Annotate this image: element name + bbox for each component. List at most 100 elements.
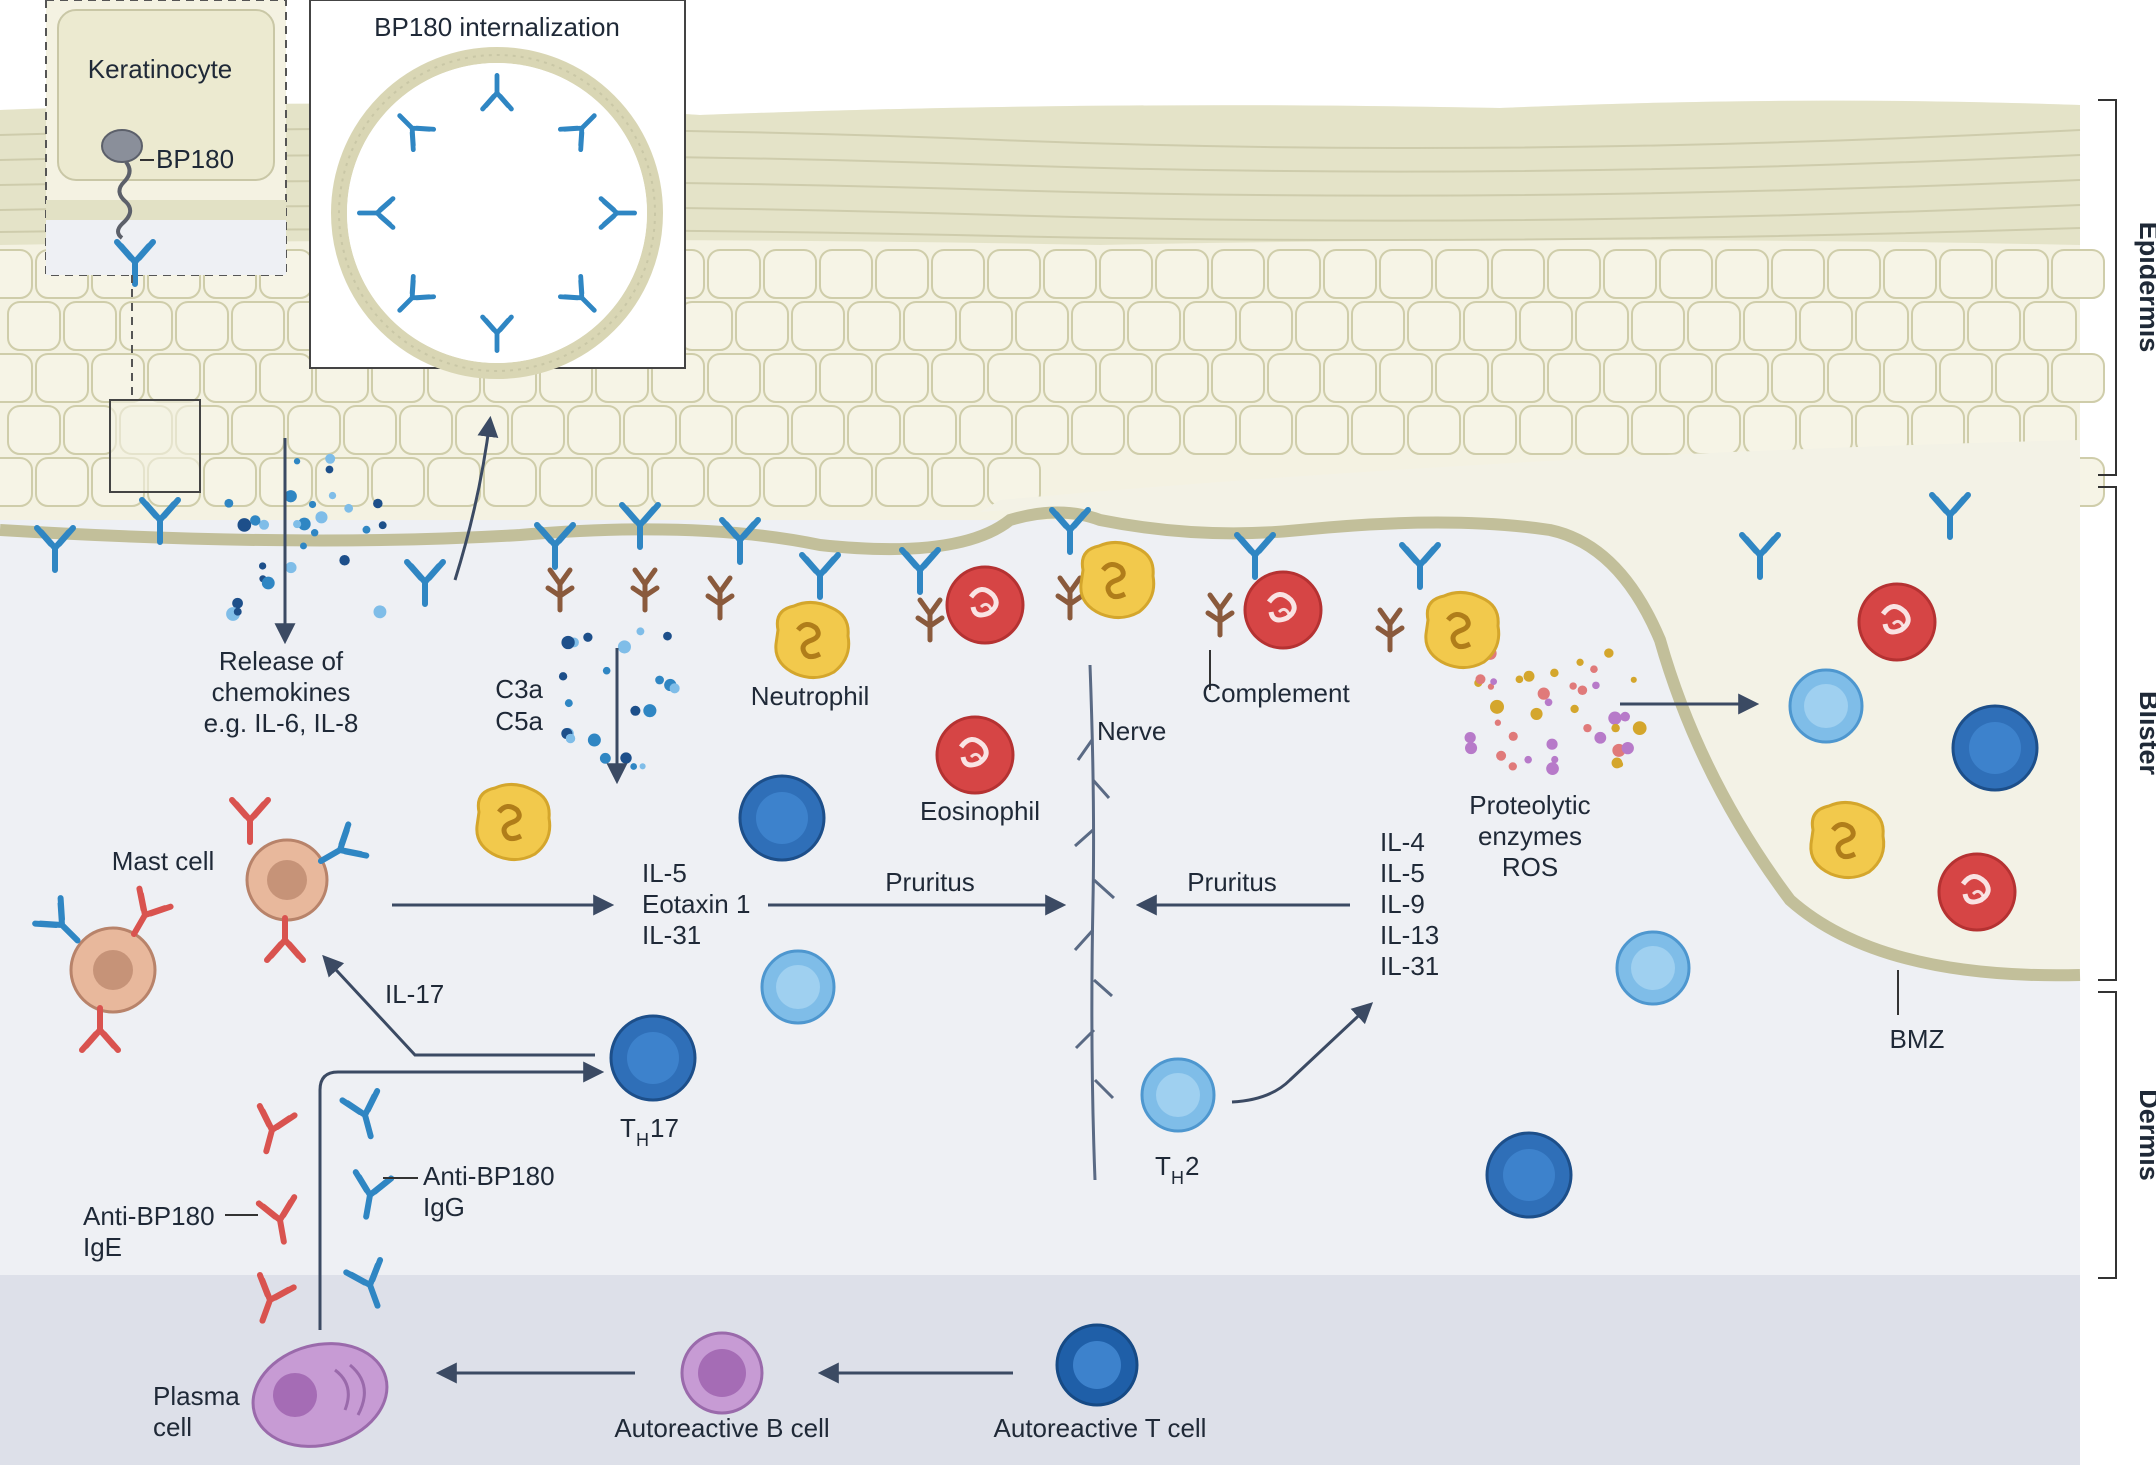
molecule-dot [1490,678,1498,685]
molecule-dot [232,597,243,609]
lymphocyte-light [760,949,836,1025]
keratinocyte-cell [175,301,229,351]
keratinocyte-cell [847,405,901,455]
b-cell-label: Autoreactive B cell [614,1413,829,1443]
keratinocyte-cell [1407,405,1461,455]
keratinocyte-layer [0,249,2105,507]
keratinocyte-cell [819,457,873,507]
molecule-dot [362,525,371,534]
keratinocyte-cell [707,249,761,299]
keratinocyte-cell [399,405,453,455]
th2-label-main: T [1155,1151,1171,1181]
keratinocyte-cell [875,457,929,507]
molecule-dot [561,635,575,650]
molecule-dot [1621,741,1634,755]
keratinocyte-cell [1295,405,1349,455]
keratinocyte-cell [7,301,61,351]
molecule-dot [297,517,311,531]
keratinocyte-cell [455,405,509,455]
arrows [274,438,1760,1384]
internalization-inset: BP180 internalization [309,0,686,581]
molecule-dot [1487,683,1495,690]
keratinocyte-cell [1015,301,1069,351]
anaphylatoxin-dots [558,627,680,770]
keratinocyte-cell [91,353,145,403]
keratinocyte-cell [1295,301,1349,351]
keratinocyte-cell [1827,249,1881,299]
keratinocyte-cell [791,405,845,455]
molecule-dot [1569,682,1577,690]
molecule-dot [344,503,354,513]
keratinocyte-cell [1519,405,1573,455]
keratinocyte-cell [1883,353,1937,403]
lymphocyte-dark-dermis [1485,1131,1573,1219]
keratinocyte-cell [763,249,817,299]
keratinocyte-cell [1435,353,1489,403]
keratinocyte-cell [1939,249,1993,299]
keratinocyte-cell [1687,301,1741,351]
molecule-dot [1523,670,1535,682]
molecule-dot [258,562,267,570]
neutrophil-cell-free [477,784,550,859]
keratinocyte-cell [231,301,285,351]
keratinocyte-cell [1267,249,1321,299]
keratinocyte-cell [1239,405,1293,455]
region-brackets [2098,99,2117,1279]
keratinocyte-cell [1099,249,1153,299]
keratinocyte-cell [707,457,761,507]
molecule-dot [1616,761,1624,768]
proteolytic-label-3: ROS [1502,852,1558,882]
keratinocyte-cell [147,353,201,403]
molecule-dot [285,561,297,574]
molecule-dot [250,515,261,526]
mast-cell-lower [35,889,170,1050]
th17-label-sub: H [636,1130,649,1150]
molecule-dot [1508,762,1517,771]
keratinocyte-cell [1323,353,1377,403]
molecule-dot [1494,719,1502,726]
molecule-dot [233,607,242,616]
molecule-dot [602,666,611,675]
keratinocyte-cell [63,405,117,455]
keratinocyte-cell [1211,353,1265,403]
keratinocyte-cell [875,249,929,299]
keratinocyte-cell [1743,405,1797,455]
molecule-dot [1632,721,1647,736]
keratinocyte-cell [1603,353,1657,403]
keratinocyte-cell [1603,249,1657,299]
keratinocyte-cell [1183,301,1237,351]
keratinocyte-cell [1351,405,1405,455]
c3a-label: C3a [495,674,543,704]
proteolytic-label-2: enzymes [1478,821,1582,851]
eosinophil-blister-top [1859,584,1935,660]
dermis-region-label: Dermis [2134,1089,2156,1181]
keratinocyte-cell [539,457,593,507]
keratinocyte-cell [875,353,929,403]
keratinocyte-cell [567,405,621,455]
molecule-dot [1594,731,1607,744]
molecule-dot [1577,685,1588,696]
keratinocyte-cell [959,405,1013,455]
plasma-cell [251,1342,389,1448]
keratinocyte-cell [595,457,649,507]
keratinocyte-cell [0,457,33,507]
bp180-label: BP180 [156,144,234,174]
th2-cytokine-2: IL-5 [1380,858,1425,888]
proteolytic-label-1: Proteolytic [1469,790,1590,820]
plasma-cell-label-2: cell [153,1412,192,1442]
keratinocyte-cell [371,457,425,507]
molecule-dot [1590,665,1598,674]
keratinocyte-cell [819,249,873,299]
keratinocyte-cell [1939,353,1993,403]
molecule-dot [643,704,657,718]
keratinocyte-cell [1771,353,1825,403]
keratinocyte-cell [1911,301,1965,351]
molecule-dot [1546,738,1558,750]
keratinocyte-cell [1855,301,1909,351]
keratinocyte-cell [763,457,817,507]
th17-cell [609,1014,697,1102]
keratinocyte-cell [1995,353,2049,403]
keratinocyte-cell [1547,353,1601,403]
molecule-dot [630,705,641,716]
keratinocyte-cell [1883,249,1937,299]
